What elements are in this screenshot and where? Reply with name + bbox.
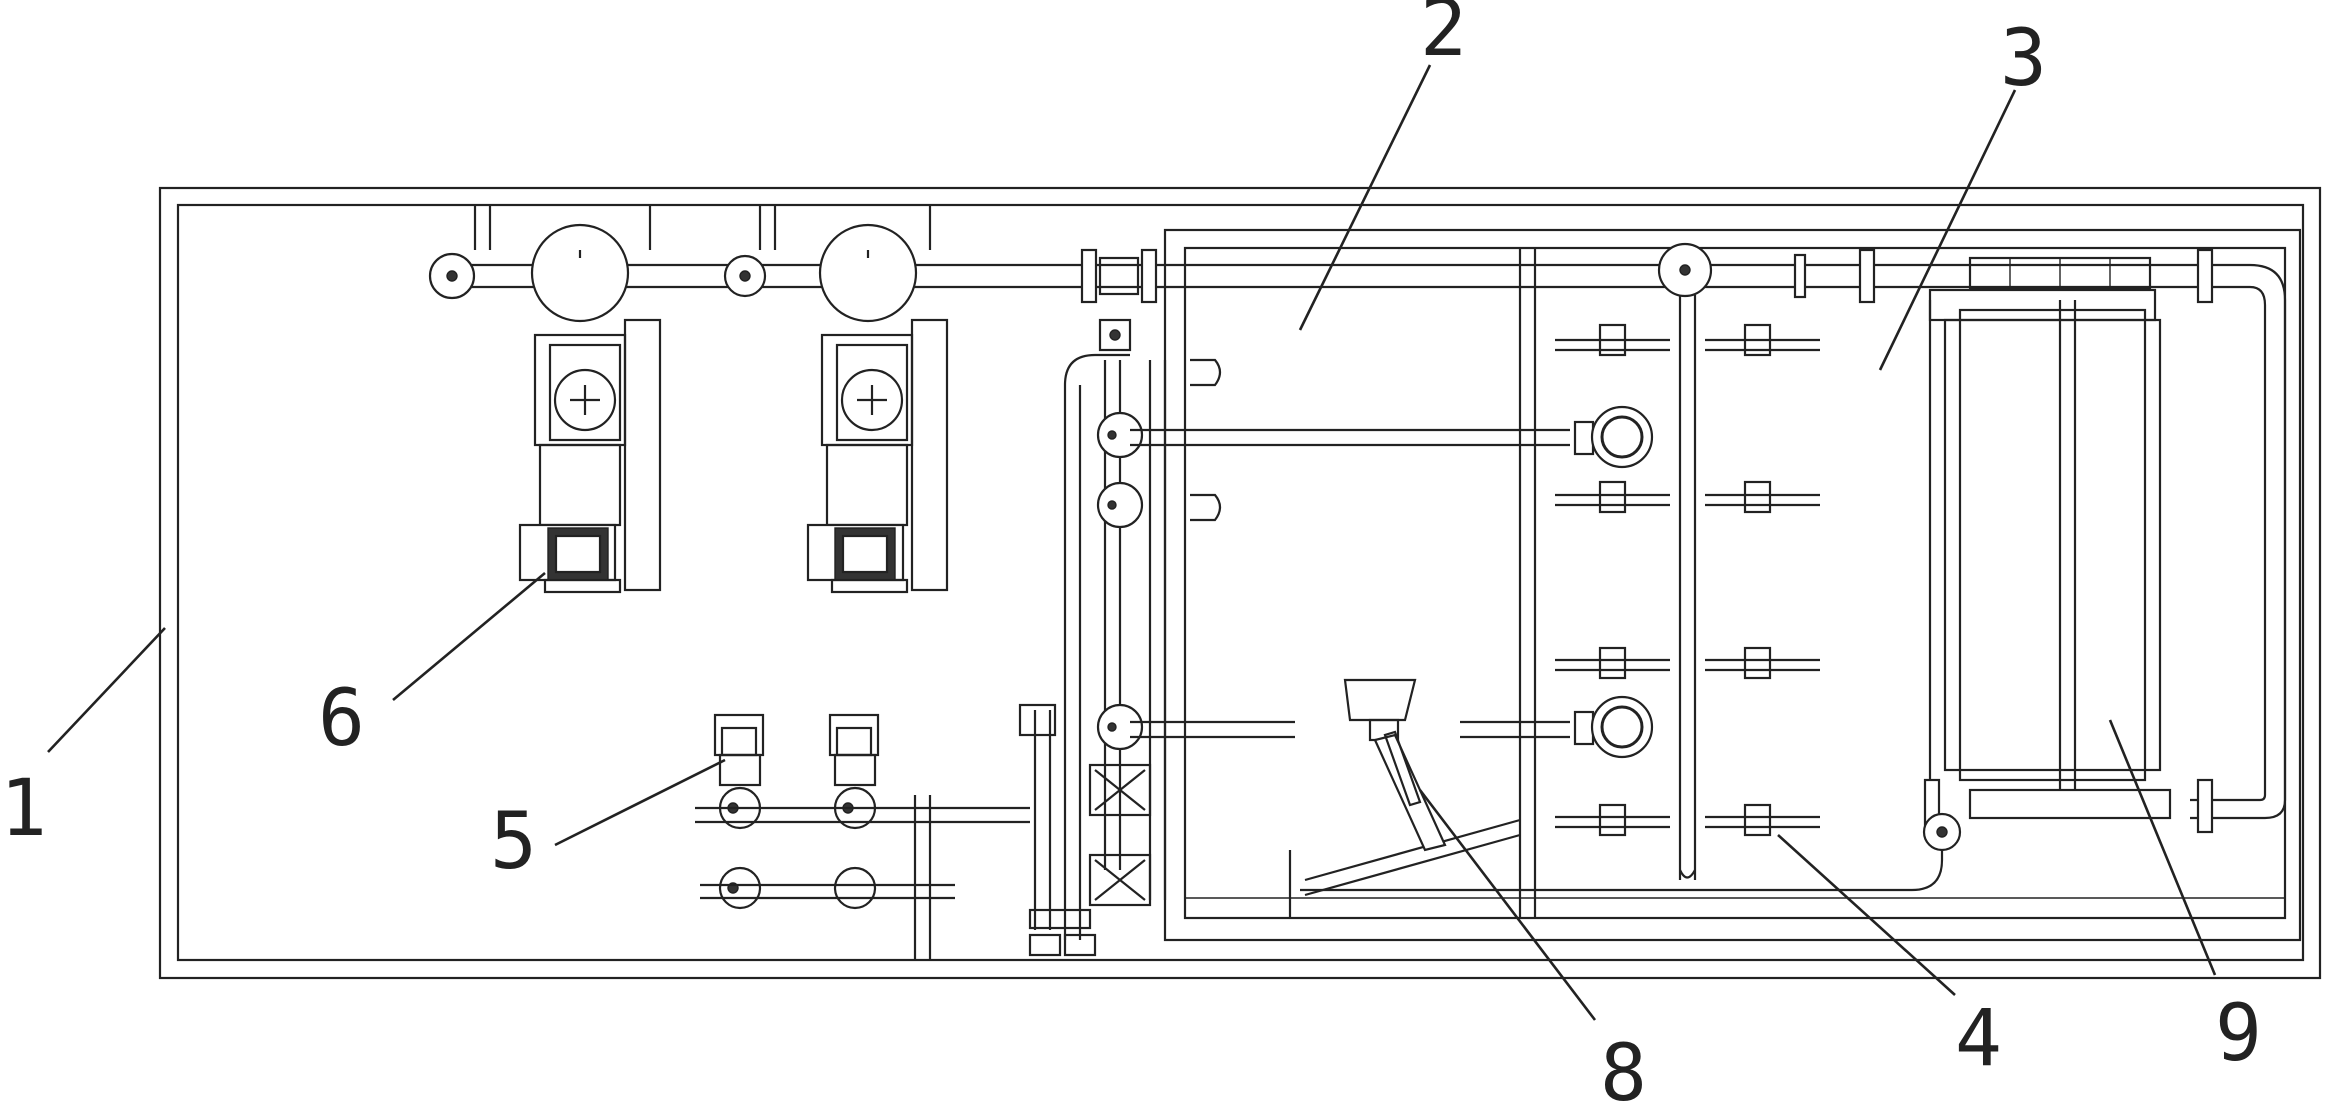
callout-6: 6 [318,674,365,764]
callout-9: 9 [2215,989,2262,1079]
leader-lines [47,64,2217,1021]
callout-8: 8 [1600,1029,1647,1102]
screw-conveyor [1288,678,1521,918]
callout-labels: 1 2 3 4 5 6 8 9 [0,0,2262,1102]
metering-pumps [695,713,1030,960]
tank-body [1163,228,2302,942]
callout-2: 2 [1420,0,1467,74]
riser-pipes [1018,318,1570,957]
aeration-manifold [1555,295,1820,880]
top-header-pipe [428,242,2287,834]
sight-windows [1573,405,1654,759]
callout-5: 5 [490,797,537,887]
container-frame [158,186,2322,980]
blower-unit-right [758,205,949,594]
filter-frame [1300,256,2172,892]
callout-1: 1 [0,764,47,854]
callout-4: 4 [1955,994,2002,1084]
blower-unit-left [473,205,662,594]
callout-3: 3 [2000,14,2047,104]
